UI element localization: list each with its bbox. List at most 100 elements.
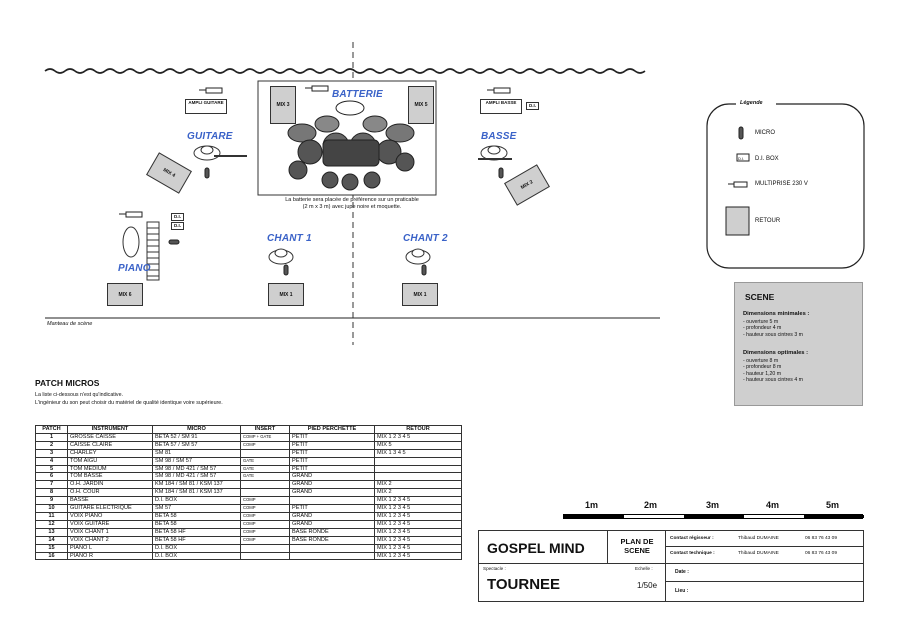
- th-micro: MICRO: [152, 425, 241, 434]
- table-cell: BASE RONDE: [289, 527, 375, 537]
- scene-min-list: - ouverture 5 m - profondeur 4 m - haute…: [743, 319, 803, 338]
- scale-1m: 1m: [585, 500, 599, 510]
- table-cell: 3: [35, 448, 68, 458]
- plan-line-2: SCENE: [624, 546, 650, 555]
- contact-tech-name: Thibaud DUMAINE: [738, 551, 779, 556]
- th-instrument: INSTRUMENT: [67, 425, 153, 434]
- table-cell: BETA 57 / SM 57: [152, 440, 241, 450]
- scene-opt-title: Dimensions optimales :: [743, 350, 809, 356]
- table-cell: [289, 543, 375, 553]
- table-cell: MIX 1 2 3 4 5: [374, 551, 462, 561]
- table-cell: 5: [35, 464, 68, 474]
- table-cell: COMP: [240, 527, 290, 537]
- table-cell: GRAND: [289, 488, 375, 498]
- table-cell: D.I. BOX: [152, 496, 241, 506]
- legend-di-box: D.I. BOX: [755, 156, 779, 162]
- table-cell: BETA 58 HF: [152, 527, 241, 537]
- table-cell: [374, 464, 462, 474]
- table-cell: MIX 1 2 3 4 5: [374, 511, 462, 521]
- di-box-piano-2: D.I.: [171, 222, 184, 230]
- table-cell: 11: [35, 511, 68, 521]
- table-cell: BASE RONDE: [289, 535, 375, 545]
- table-cell: GRAND: [289, 519, 375, 529]
- spectacle-label: Spectacle :: [483, 566, 506, 571]
- table-cell: 2: [35, 440, 68, 450]
- legend-multiprise: MULTIPRISE 230 V: [755, 181, 808, 187]
- table-cell: TOM MEDIUM: [67, 464, 153, 474]
- table-cell: 13: [35, 527, 68, 537]
- table-cell: MIX 5: [374, 440, 462, 450]
- table-cell: 4: [35, 456, 68, 466]
- mix-1-left: MIX 1: [268, 283, 304, 306]
- label-guitare: GUITARE: [187, 131, 233, 142]
- th-retour: RETOUR: [374, 425, 462, 434]
- table-cell: GRAND: [289, 511, 375, 521]
- echelle-label: Echelle :: [635, 566, 653, 571]
- table-cell: CHARLEY: [67, 448, 153, 458]
- table-cell: [240, 543, 290, 553]
- table-cell: COMP + GATE: [240, 432, 290, 442]
- table-cell: [289, 551, 375, 561]
- backdrop-curtain: [44, 68, 646, 74]
- table-cell: PETIT: [289, 464, 375, 474]
- table-cell: PETIT: [289, 504, 375, 513]
- table-cell: MIX 1 2 3 4 5: [374, 535, 462, 545]
- table-cell: MIX 1 2 3 4 5: [374, 527, 462, 537]
- table-cell: 14: [35, 535, 68, 545]
- table-cell: D.I. BOX: [152, 551, 241, 561]
- table-cell: SM 98 / MD 421 / SM 57: [152, 464, 241, 474]
- table-cell: [374, 472, 462, 482]
- table-cell: MIX 1 2 3 4 5: [374, 432, 462, 442]
- table-cell: GATE: [240, 464, 290, 474]
- mix-1-right: MIX 1: [402, 283, 438, 306]
- legend-di-icon: D.I.: [738, 156, 745, 161]
- table-cell: TOM BASSE: [67, 472, 153, 482]
- table-cell: GATE: [240, 456, 290, 466]
- label-batterie: BATTERIE: [332, 89, 383, 100]
- table-cell: COMP: [240, 535, 290, 545]
- scale-3m: 3m: [706, 500, 720, 510]
- amp-guitare: AMPLI GUITARE: [185, 99, 227, 114]
- table-cell: O.H. COUR: [67, 488, 153, 498]
- front-label: Manteau de scène: [47, 321, 93, 327]
- scene-opt-1: - ouverture 8 m: [743, 358, 779, 364]
- table-cell: MIX 1 2 3 4 5: [374, 543, 462, 553]
- scene-min-2: - profondeur 4 m: [743, 325, 782, 332]
- table-cell: MIX 1 2 3 4 5: [374, 504, 462, 513]
- legend-micro: MICRO: [755, 130, 775, 136]
- scene-min-1: - ouverture 5 m: [743, 319, 779, 325]
- contact-reg-label: Contact régisseur :: [670, 536, 714, 541]
- table-cell: 16: [35, 551, 68, 561]
- scale-2m: 2m: [644, 500, 658, 510]
- table-cell: MIX 1 3 4 5: [374, 448, 462, 458]
- table-cell: [289, 496, 375, 506]
- table-cell: GROSSE CAISSE: [67, 432, 153, 442]
- table-cell: 12: [35, 519, 68, 529]
- table-cell: SM 98 / SM 57: [152, 456, 241, 466]
- patch-header-row: PATCH INSTRUMENT MICRO INSERT PIED PERCH…: [35, 425, 462, 434]
- patch-note-2: L'ingénieur du son peut choisir du matér…: [35, 400, 223, 406]
- scene-opt-list: - ouverture 8 m - profondeur 8 m - haute…: [743, 358, 803, 383]
- mix-5: MIX 5: [408, 86, 434, 124]
- instrument-heads: [122, 145, 512, 265]
- table-cell: [240, 551, 290, 561]
- table-cell: SM 98 / MD 421 / SM 57: [152, 472, 241, 482]
- table-cell: 1: [35, 432, 68, 442]
- table-cell: COMP: [240, 511, 290, 521]
- drum-kit-icon: [287, 100, 415, 191]
- echelle-value: 1/50e: [637, 581, 658, 590]
- spectacle-value: TOURNEE: [487, 576, 561, 593]
- table-cell: MIX 2: [374, 488, 462, 498]
- di-box-basse: D.I.: [526, 102, 539, 110]
- table-cell: PETIT: [289, 456, 375, 466]
